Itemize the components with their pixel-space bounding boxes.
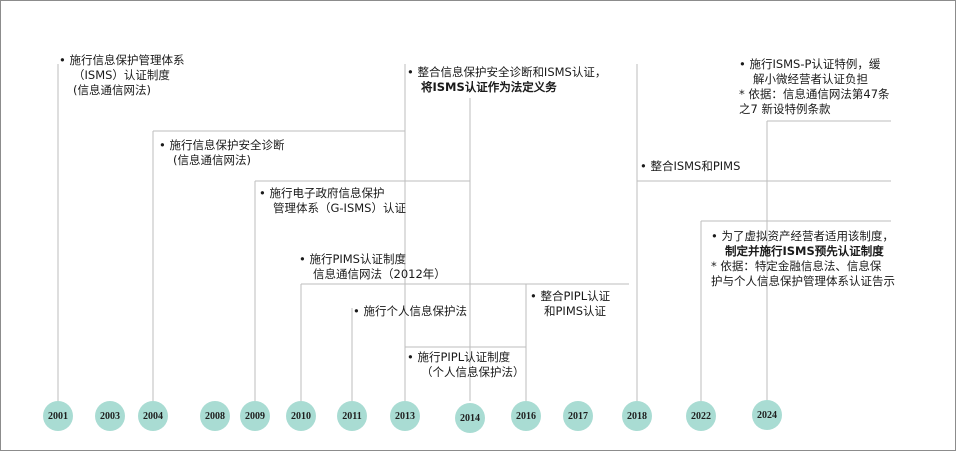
note-2004: • 施行信息保护安全诊断 (信息通信网法) (159, 138, 284, 168)
note-2011: • 施行个人信息保护法 (353, 304, 467, 319)
note-2022-line3: * 依据：特定金融信息法、信息保 (711, 259, 882, 273)
note-2022-line1: • 为了虚拟资产经营者适用该制度， (711, 229, 894, 243)
note-2010-line2: 信息通信网法（2012年） (313, 267, 446, 281)
note-2013-isms-line1: • 整合信息保护安全诊断和ISMS认证， (407, 65, 607, 79)
note-2001: • 施行信息保护管理体系 （ISMS）认证制度 (信息通信网法) (59, 53, 184, 98)
note-2013-isms-line2: 将ISMS认证作为法定义务 (421, 80, 557, 94)
year-2001: 2001 (43, 401, 73, 431)
note-2024: • 施行ISMS-P认证特例，缓 解小微经营者认证负担 * 依据：信息通信网法第… (739, 57, 890, 117)
note-2022-line2: 制定并施行ISMS预先认证制度 (725, 244, 884, 258)
note-2013-pipl-line2: （个人信息保护法） (421, 365, 525, 379)
note-2004-line2: (信息通信网法) (173, 153, 251, 167)
note-2016: • 整合PIPL认证 和PIMS认证 (530, 289, 610, 319)
note-2018: • 整合ISMS和PIMS (640, 159, 740, 174)
note-2013-pipl-line1: • 施行PIPL认证制度 (407, 350, 511, 364)
year-2004: 2004 (138, 401, 168, 431)
year-2008: 2008 (200, 401, 230, 431)
year-2009: 2009 (240, 401, 270, 431)
year-2022: 2022 (686, 401, 716, 431)
note-2004-line1: • 施行信息保护安全诊断 (159, 138, 285, 152)
note-2024-line4: 之7 新设特例条款 (739, 102, 831, 116)
year-2024: 2024 (752, 400, 782, 430)
year-2014: 2014 (455, 403, 485, 433)
year-2010: 2010 (286, 401, 316, 431)
note-2010-line1: • 施行PIMS认证制度 (299, 252, 406, 266)
year-2016: 2016 (511, 401, 541, 431)
note-2022-line4: 护与个人信息保护管理体系认证告示 (711, 274, 895, 288)
note-2009-line1: • 施行电子政府信息保护 (259, 186, 385, 200)
note-2001-line1: • 施行信息保护管理体系 (59, 53, 185, 67)
note-2024-line2: 解小微经营者认证负担 (753, 72, 868, 86)
note-2009: • 施行电子政府信息保护 管理体系（G-ISMS）认证 (259, 186, 406, 216)
year-2011: 2011 (337, 401, 367, 431)
year-2003: 2003 (95, 401, 125, 431)
note-2024-line1: • 施行ISMS-P认证特例，缓 (739, 57, 881, 71)
note-2024-line3: * 依据：信息通信网法第47条 (739, 87, 890, 101)
year-2013: 2013 (390, 401, 420, 431)
note-2016-line2: 和PIMS认证 (544, 304, 607, 318)
year-2018: 2018 (622, 401, 652, 431)
note-2001-line2: （ISMS）认证制度 (73, 68, 170, 82)
year-2017: 2017 (563, 401, 593, 431)
note-2022: • 为了虚拟资产经营者适用该制度， 制定并施行ISMS预先认证制度 * 依据：特… (711, 229, 895, 289)
note-2001-line3: (信息通信网法) (73, 83, 151, 97)
note-2013-isms: • 整合信息保护安全诊断和ISMS认证， 将ISMS认证作为法定义务 (407, 65, 606, 95)
note-2016-line1: • 整合PIPL认证 (530, 289, 611, 303)
note-2011-line1: • 施行个人信息保护法 (353, 304, 467, 318)
note-2009-line2: 管理体系（G-ISMS）认证 (273, 201, 406, 215)
note-2018-line1: • 整合ISMS和PIMS (640, 159, 741, 173)
note-2010: • 施行PIMS认证制度 信息通信网法（2012年） (299, 252, 446, 282)
note-2013-pipl: • 施行PIPL认证制度 （个人信息保护法） (407, 350, 525, 380)
